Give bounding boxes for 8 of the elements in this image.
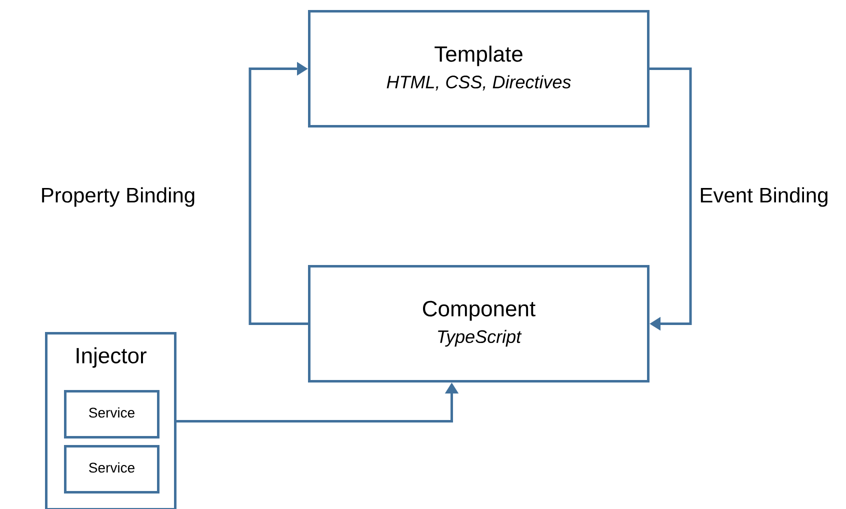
process-box: Component TypeScript: [308, 265, 650, 382]
service-box: Service: [64, 390, 160, 438]
service-box: Service: [64, 445, 160, 494]
arrow: [650, 68, 692, 331]
edge-label: Event Binding: [698, 186, 830, 208]
process-box: Template HTML, CSS, Directives: [308, 10, 650, 128]
edge-label: Property Binding: [39, 186, 197, 208]
arrow: [248, 62, 308, 325]
